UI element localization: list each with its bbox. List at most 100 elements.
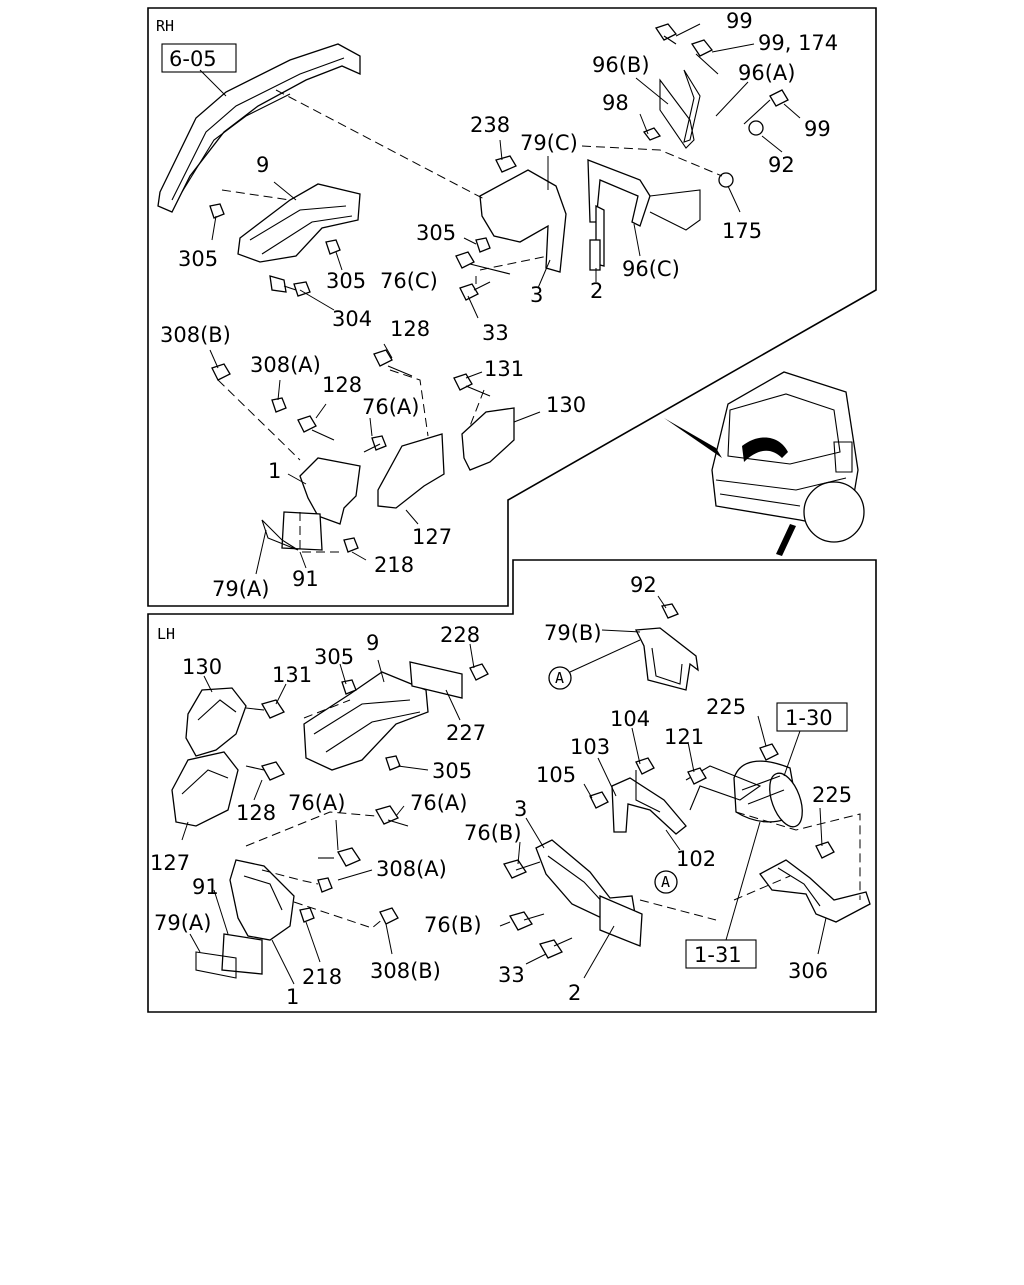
circle-ref-a-top-text: A bbox=[555, 669, 564, 687]
ref-box-6-05 bbox=[161, 43, 237, 73]
lh-frame-member bbox=[685, 765, 762, 811]
lh-assembly-lines bbox=[245, 699, 861, 929]
lh-part-130-cover bbox=[185, 687, 247, 757]
rh-label-305-left: 305 bbox=[178, 247, 218, 271]
lh-label-305-top: 305 bbox=[314, 645, 354, 669]
leader-1-31 bbox=[725, 821, 761, 941]
rh-labels: 99 99, 174 96(B) 96(A) 98 99 238 79(C) 9… bbox=[160, 9, 838, 601]
lh-part-79b-guard bbox=[634, 627, 699, 691]
lh-label-76b-top: 76(B) bbox=[464, 821, 522, 845]
lh-part-127-cover bbox=[171, 751, 239, 827]
lh-label-79b: 79(B) bbox=[544, 621, 602, 645]
lh-label-228: 228 bbox=[440, 623, 480, 647]
circle-ref-a-bottom-text: A bbox=[661, 873, 670, 891]
lh-label-218: 218 bbox=[302, 965, 342, 989]
lh-label-225-top: 225 bbox=[706, 695, 746, 719]
rh-label-2: 2 bbox=[590, 279, 603, 303]
lh-label-9: 9 bbox=[366, 631, 379, 655]
rh-front-parts bbox=[261, 407, 515, 551]
lh-part-102-bracket bbox=[611, 770, 687, 835]
rh-label-99b: 99 bbox=[804, 117, 831, 141]
ref-1-30-text: 1-30 bbox=[785, 706, 833, 730]
rh-label-92: 92 bbox=[768, 153, 795, 177]
lh-label-79a: 79(A) bbox=[154, 911, 211, 935]
rh-label-130: 130 bbox=[546, 393, 586, 417]
rh-label-96a: 96(A) bbox=[738, 61, 795, 85]
lh-tank bbox=[733, 760, 803, 828]
rh-fasteners bbox=[209, 23, 789, 553]
rh-label-99: 99 bbox=[726, 9, 753, 33]
leader-6-05 bbox=[199, 69, 227, 97]
lh-label-3: 3 bbox=[514, 797, 527, 821]
rh-bumper-panel bbox=[157, 43, 361, 213]
rh-label-1: 1 bbox=[268, 459, 281, 483]
lh-label-33: 33 bbox=[498, 963, 525, 987]
lh-label-121: 121 bbox=[664, 725, 704, 749]
lh-label-102: 102 bbox=[676, 847, 716, 871]
rh-label-308a: 308(A) bbox=[250, 353, 321, 377]
lh-label-1: 1 bbox=[286, 985, 299, 1009]
lh-label-127: 127 bbox=[150, 851, 190, 875]
rh-label-175: 175 bbox=[722, 219, 762, 243]
rh-label-96c: 96(C) bbox=[622, 257, 680, 281]
rh-label-33: 33 bbox=[482, 321, 509, 345]
lh-labels: 92 79(B) 130 131 305 9 228 227 305 104 2… bbox=[150, 573, 852, 1009]
lh-leaders bbox=[181, 595, 827, 985]
rh-label-218: 218 bbox=[374, 553, 414, 577]
lh-label-103: 103 bbox=[570, 735, 610, 759]
lh-label-105: 105 bbox=[536, 763, 576, 787]
lh-label-308b: 308(B) bbox=[370, 959, 441, 983]
ref-1-31-text: 1-31 bbox=[694, 943, 742, 967]
lh-label-131: 131 bbox=[272, 663, 312, 687]
lh-section-label: LH bbox=[157, 625, 175, 643]
lh-label-2: 2 bbox=[568, 981, 581, 1005]
lh-label-104: 104 bbox=[610, 707, 650, 731]
lh-label-130: 130 bbox=[182, 655, 222, 679]
rh-label-304: 304 bbox=[332, 307, 372, 331]
leader-1-30 bbox=[783, 730, 801, 777]
lh-label-227: 227 bbox=[446, 721, 486, 745]
rh-label-128-mid: 128 bbox=[322, 373, 362, 397]
rh-label-305-mid: 305 bbox=[416, 221, 456, 245]
lh-part-3-bracket bbox=[535, 839, 643, 947]
lh-label-91: 91 bbox=[192, 875, 219, 899]
rh-label-79a: 79(A) bbox=[212, 577, 269, 601]
lh-label-306: 306 bbox=[788, 959, 828, 983]
circle-ref-a-bottom bbox=[654, 870, 678, 894]
lh-label-76a-left: 76(A) bbox=[288, 791, 345, 815]
lh-section-frame bbox=[147, 559, 877, 1013]
rh-label-96b: 96(B) bbox=[592, 53, 650, 77]
rh-leaders bbox=[209, 23, 801, 575]
rh-part-9-shape bbox=[237, 183, 361, 263]
rh-label-9: 9 bbox=[256, 153, 269, 177]
rh-assembly-lines bbox=[217, 89, 723, 553]
rh-label-131: 131 bbox=[484, 357, 524, 381]
rh-section-label: RH bbox=[156, 17, 174, 35]
rh-label-305-low: 305 bbox=[326, 269, 366, 293]
circle-ref-a-top bbox=[548, 666, 572, 690]
rh-label-308b: 308(B) bbox=[160, 323, 231, 347]
ref-6-05-text: 6-05 bbox=[169, 47, 217, 71]
rh-section-frame bbox=[147, 7, 877, 607]
rh-label-127: 127 bbox=[412, 525, 452, 549]
lh-label-92: 92 bbox=[630, 573, 657, 597]
rh-bracket-assembly bbox=[479, 69, 701, 273]
lh-part-227-plate bbox=[409, 661, 463, 699]
lh-part-1-bracket bbox=[195, 859, 295, 979]
rh-label-128-top: 128 bbox=[390, 317, 430, 341]
truck-cab-illustration bbox=[664, 371, 865, 556]
rh-label-3: 3 bbox=[530, 283, 543, 307]
rh-label-91: 91 bbox=[292, 567, 319, 591]
lh-label-76a-right: 76(A) bbox=[410, 791, 467, 815]
rh-label-79c: 79(C) bbox=[520, 131, 578, 155]
lh-fasteners bbox=[245, 603, 835, 959]
ref-box-1-30 bbox=[776, 702, 848, 732]
rh-label-99-174: 99, 174 bbox=[758, 31, 838, 55]
rh-label-98: 98 bbox=[602, 91, 629, 115]
lh-label-308a: 308(A) bbox=[376, 857, 447, 881]
rh-label-76a: 76(A) bbox=[362, 395, 419, 419]
lh-label-76b-low: 76(B) bbox=[424, 913, 482, 937]
lh-label-305-low: 305 bbox=[432, 759, 472, 783]
